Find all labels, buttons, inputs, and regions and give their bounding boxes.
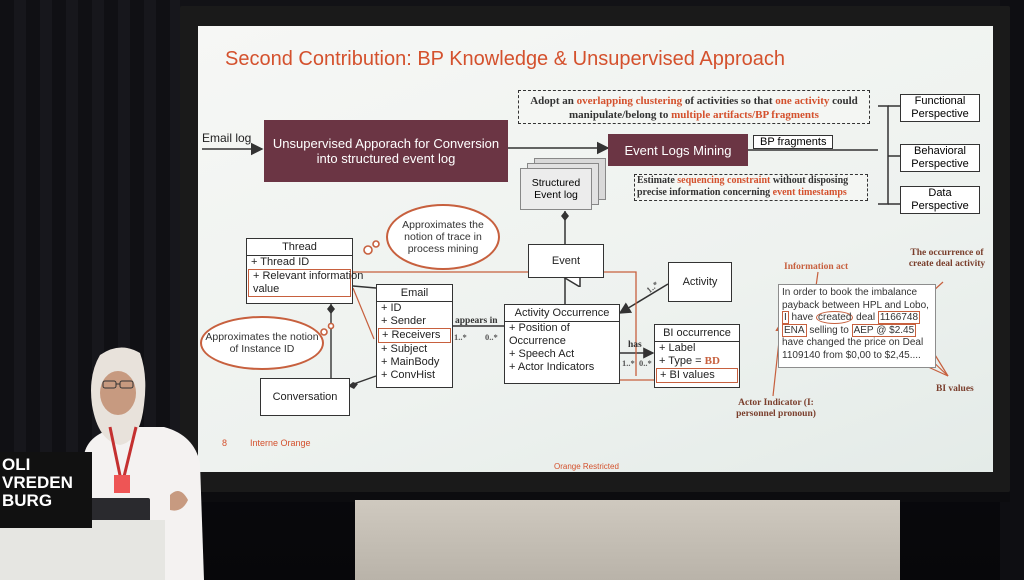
clustering-note-text: could manipulate/belong to bbox=[569, 95, 858, 121]
multiplicity: 0..* bbox=[639, 358, 652, 368]
structured-event-log-label: Structured Event log bbox=[520, 168, 592, 210]
email-sample-act: created bbox=[816, 311, 854, 324]
stage-backdrop bbox=[355, 500, 900, 580]
email-sample-text-span: deal bbox=[853, 312, 878, 323]
email-sample-actor: I bbox=[782, 311, 789, 324]
sequencing-note-text: without disposing precise information co… bbox=[637, 175, 849, 198]
email-sample-bi-value: 1166748 bbox=[877, 311, 921, 324]
conversation-box: Conversation bbox=[260, 378, 350, 416]
thread-attr: value bbox=[253, 283, 280, 295]
bi-values-label: BI values bbox=[936, 384, 974, 394]
laptop bbox=[90, 498, 150, 524]
thread-class: Thread + Thread ID + Relevant informatio… bbox=[246, 238, 364, 304]
slide-page-number: 8 bbox=[222, 438, 228, 448]
structured-event-log-stack: Structured Event log bbox=[520, 158, 606, 210]
event-box: Event bbox=[528, 244, 604, 278]
bi-type-value: BD bbox=[704, 355, 720, 367]
slide-footer-center: Orange Restricted bbox=[554, 462, 619, 471]
multiplicity: 0..* bbox=[485, 332, 498, 342]
stage-edge bbox=[180, 492, 1010, 502]
podium bbox=[0, 520, 165, 580]
sequencing-note: Estimate sequencing constraint without d… bbox=[634, 174, 868, 201]
multiplicity: 1..* bbox=[454, 332, 467, 342]
activity-occurrence-attr: + Position of bbox=[509, 322, 570, 334]
bp-fragments-label: BP fragments bbox=[753, 135, 834, 149]
email-sample-line: I have created deal 1166748 bbox=[782, 311, 932, 325]
projected-slide: Second Contribution: BP Knowledge & Unsu… bbox=[198, 26, 993, 472]
clustering-note-text: of activities so that bbox=[682, 95, 776, 107]
podium-sign: OLI VREDEN BURG bbox=[0, 452, 92, 528]
bi-occurrence-attr: + BI values bbox=[656, 368, 738, 383]
occurrence-note-label: The occurrence of create deal activity bbox=[908, 248, 986, 269]
bi-occurrence-attr: + Type = BD bbox=[655, 355, 739, 368]
clustering-note-highlight: multiple artifacts/BP fragments bbox=[671, 109, 819, 121]
thread-attr: + Relevant information bbox=[253, 270, 364, 282]
data-perspective-box: Data Perspective bbox=[900, 186, 980, 214]
thread-class-title: Thread bbox=[247, 239, 352, 256]
behavioral-perspective-box: Behavioral Perspective bbox=[900, 144, 980, 172]
activity-box: Activity bbox=[668, 262, 732, 302]
slide-title: Second Contribution: BP Knowledge & Unsu… bbox=[225, 48, 785, 70]
activity-occurrence-class: Activity Occurrence + Position of Occurr… bbox=[504, 304, 620, 384]
multiplicity: 1..* bbox=[622, 358, 635, 368]
slide-footer-left: Interne Orange bbox=[250, 438, 311, 448]
podium-sign-line: VREDEN bbox=[2, 473, 73, 492]
activity-occurrence-attr: Occurrence bbox=[509, 335, 566, 347]
actor-indicator-label: Actor Indicator (I: personnel pronoun) bbox=[736, 398, 816, 419]
bi-occurrence-title: BI occurrence bbox=[655, 325, 739, 342]
activity-occurrence-attr: + Actor Indicators bbox=[509, 361, 595, 373]
appears-in-label: appears in bbox=[455, 316, 498, 326]
podium-sign-line: BURG bbox=[2, 491, 53, 510]
email-sample-bi-value: ENA bbox=[782, 323, 807, 337]
cloud-instance-note: Approximates the notion of Instance ID bbox=[200, 316, 324, 370]
email-sample-text-span: selling to bbox=[806, 324, 852, 336]
email-log-label: Email log bbox=[202, 131, 252, 145]
email-attr: + Subject bbox=[381, 343, 428, 355]
information-act-label: Information act bbox=[784, 262, 849, 272]
functional-perspective-box: Functional Perspective bbox=[900, 94, 980, 122]
email-sample-line: 1109140 from $0,00 to $2,45.... bbox=[782, 349, 921, 361]
event-logs-mining-box: Event Logs Mining bbox=[608, 134, 748, 166]
sequencing-note-highlight: sequencing constraint bbox=[677, 175, 771, 186]
thread-attr: + Thread ID bbox=[251, 256, 310, 268]
sequencing-note-text: Estimate bbox=[637, 175, 678, 186]
email-sample-line: In order to book the imbalance bbox=[782, 287, 918, 298]
bi-type-label: + Type = bbox=[659, 355, 705, 367]
email-sample-line: have changed the price on Deal bbox=[782, 337, 924, 348]
email-class: Email + ID + Sender + Receivers + Subjec… bbox=[376, 284, 453, 388]
activity-occurrence-title: Activity Occurrence bbox=[505, 305, 619, 322]
cloud-trace-note: Approximates the notion of trace in proc… bbox=[386, 204, 500, 270]
bi-occurrence-class: BI occurrence + Label + Type = BD + BI v… bbox=[654, 324, 740, 388]
bi-occurrence-attr: + Label bbox=[659, 342, 696, 354]
email-sample-text: In order to book the imbalance payback b… bbox=[778, 284, 936, 368]
clustering-note-text: Adopt an bbox=[530, 95, 577, 107]
email-attr: + ConvHist bbox=[381, 369, 436, 381]
conversion-approach-box: Unsupervised Apporach for Conversion int… bbox=[264, 120, 508, 182]
email-sample-line: ENA selling to AEP @ $2.45 bbox=[782, 323, 932, 338]
clustering-note-highlight: overlapping clustering bbox=[576, 95, 683, 107]
has-label: has bbox=[628, 340, 642, 350]
email-attr: + Receivers bbox=[378, 328, 451, 343]
email-sample-text-span: have bbox=[788, 312, 817, 323]
email-class-title: Email bbox=[377, 285, 452, 302]
sequencing-note-highlight: event timestamps bbox=[772, 187, 847, 198]
email-attr: + Sender bbox=[381, 315, 426, 327]
activity-occurrence-attr: + Speech Act bbox=[509, 348, 575, 360]
podium-sign-line: OLI bbox=[2, 455, 31, 474]
email-attr: + MainBody bbox=[381, 356, 440, 368]
clustering-note-highlight: one activity bbox=[775, 95, 830, 107]
email-sample-bi-value: AEP @ $2.45 bbox=[851, 323, 917, 337]
clustering-note: Adopt an overlapping clustering of activ… bbox=[518, 90, 870, 124]
email-attr: + ID bbox=[381, 302, 402, 314]
email-sample-line: payback between HPL and Lobo, bbox=[782, 299, 929, 311]
